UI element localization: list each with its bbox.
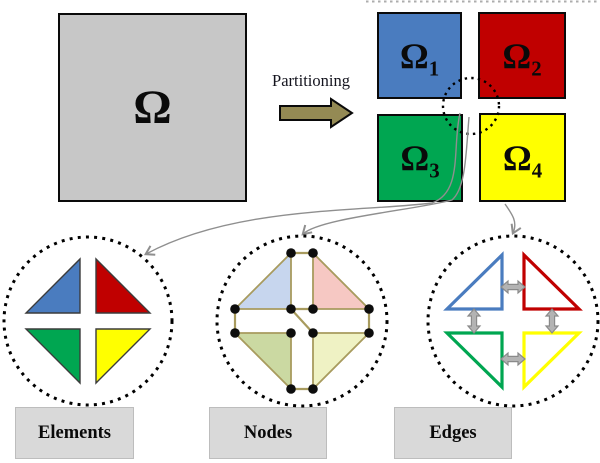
element-triangle-yellow [95,328,152,385]
exchange-arrow-right-icon [544,308,560,334]
connector-interface-to-nodes [301,116,470,236]
node-dot [364,304,374,314]
nodes-circle-group [215,234,389,408]
omega3-sub: 3 [429,158,440,183]
edge-triangle-blue-outline [443,251,504,311]
omega4-sub: 4 [531,157,543,182]
omega3-base: Ω [400,138,430,178]
exchange-arrow-bottom-icon [500,351,526,367]
exchange-arrow-top-icon [500,279,526,295]
interface-dotted-circle-icon [441,76,501,136]
partitioning-arrow-icon [279,97,354,129]
node-dot [308,248,318,258]
subdomain-label-omega4: Ω4 [502,137,542,181]
connector-omega4-to-edges [504,203,522,236]
domain-square: Ω [58,13,247,202]
omega1-base: Ω [399,35,429,76]
partitioning-label: Partitioning [272,71,350,90]
edge-triangle-green-outline [443,331,504,391]
nodes-label-box: Nodes [209,407,327,459]
mesh-nodes [230,248,374,394]
nodes-label: Nodes [243,422,293,443]
node-dot [286,384,296,394]
elements-dotted-circle-icon [2,235,174,407]
node-dot [286,304,296,314]
subdomain-label-omega3: Ω3 [400,138,439,181]
subdomain-label-omega1: Ω1 [399,35,439,79]
node-triangle-pale-blue [232,250,292,310]
omega1-sub: 1 [428,55,440,80]
subdomain-square-omega1: Ω1 [377,12,462,99]
edge-triangle-yellow-outline [522,331,583,391]
node-dot [230,328,240,338]
node-triangle-pale-yellow [312,332,372,392]
subdomain-square-omega2: Ω2 [478,12,566,99]
omega2-sub: 2 [531,55,542,80]
element-triangle-red [95,257,152,314]
node-graph-edges [233,251,371,391]
domain-label: Ω [133,80,172,134]
node-dot [230,304,240,314]
elements-circle-group [2,235,174,407]
node-triangle-pale-green [232,332,292,392]
element-triangle-blue [24,257,81,314]
element-triangle-green [24,328,81,385]
connector-arrows [143,112,522,256]
edges-circle-group [426,234,600,408]
node-dot [308,328,318,338]
node-dot [286,328,296,338]
node-dot [364,328,374,338]
omega4-base: Ω [502,137,532,178]
subdomain-square-omega4: Ω4 [479,113,566,202]
elements-label: Elements [38,422,111,443]
exchange-arrows [466,279,560,367]
omega2-base: Ω [502,35,532,76]
elements-label-box: Elements [15,407,134,459]
node-dot [308,304,318,314]
subdomain-label-omega2: Ω2 [502,35,541,79]
graph-edge-center-diagonal [290,308,314,334]
nodes-dotted-circle-icon [215,234,389,408]
edges-label: Edges [429,422,477,443]
node-triangle-pale-red [312,250,372,310]
node-dot [308,384,318,394]
node-dot [286,248,296,258]
connector-interface-to-elements [143,112,461,256]
edges-dotted-circle-icon [426,234,600,408]
edge-triangle-red-outline [522,251,583,311]
edges-label-box: Edges [394,407,512,459]
exchange-arrow-left-icon [466,308,482,334]
